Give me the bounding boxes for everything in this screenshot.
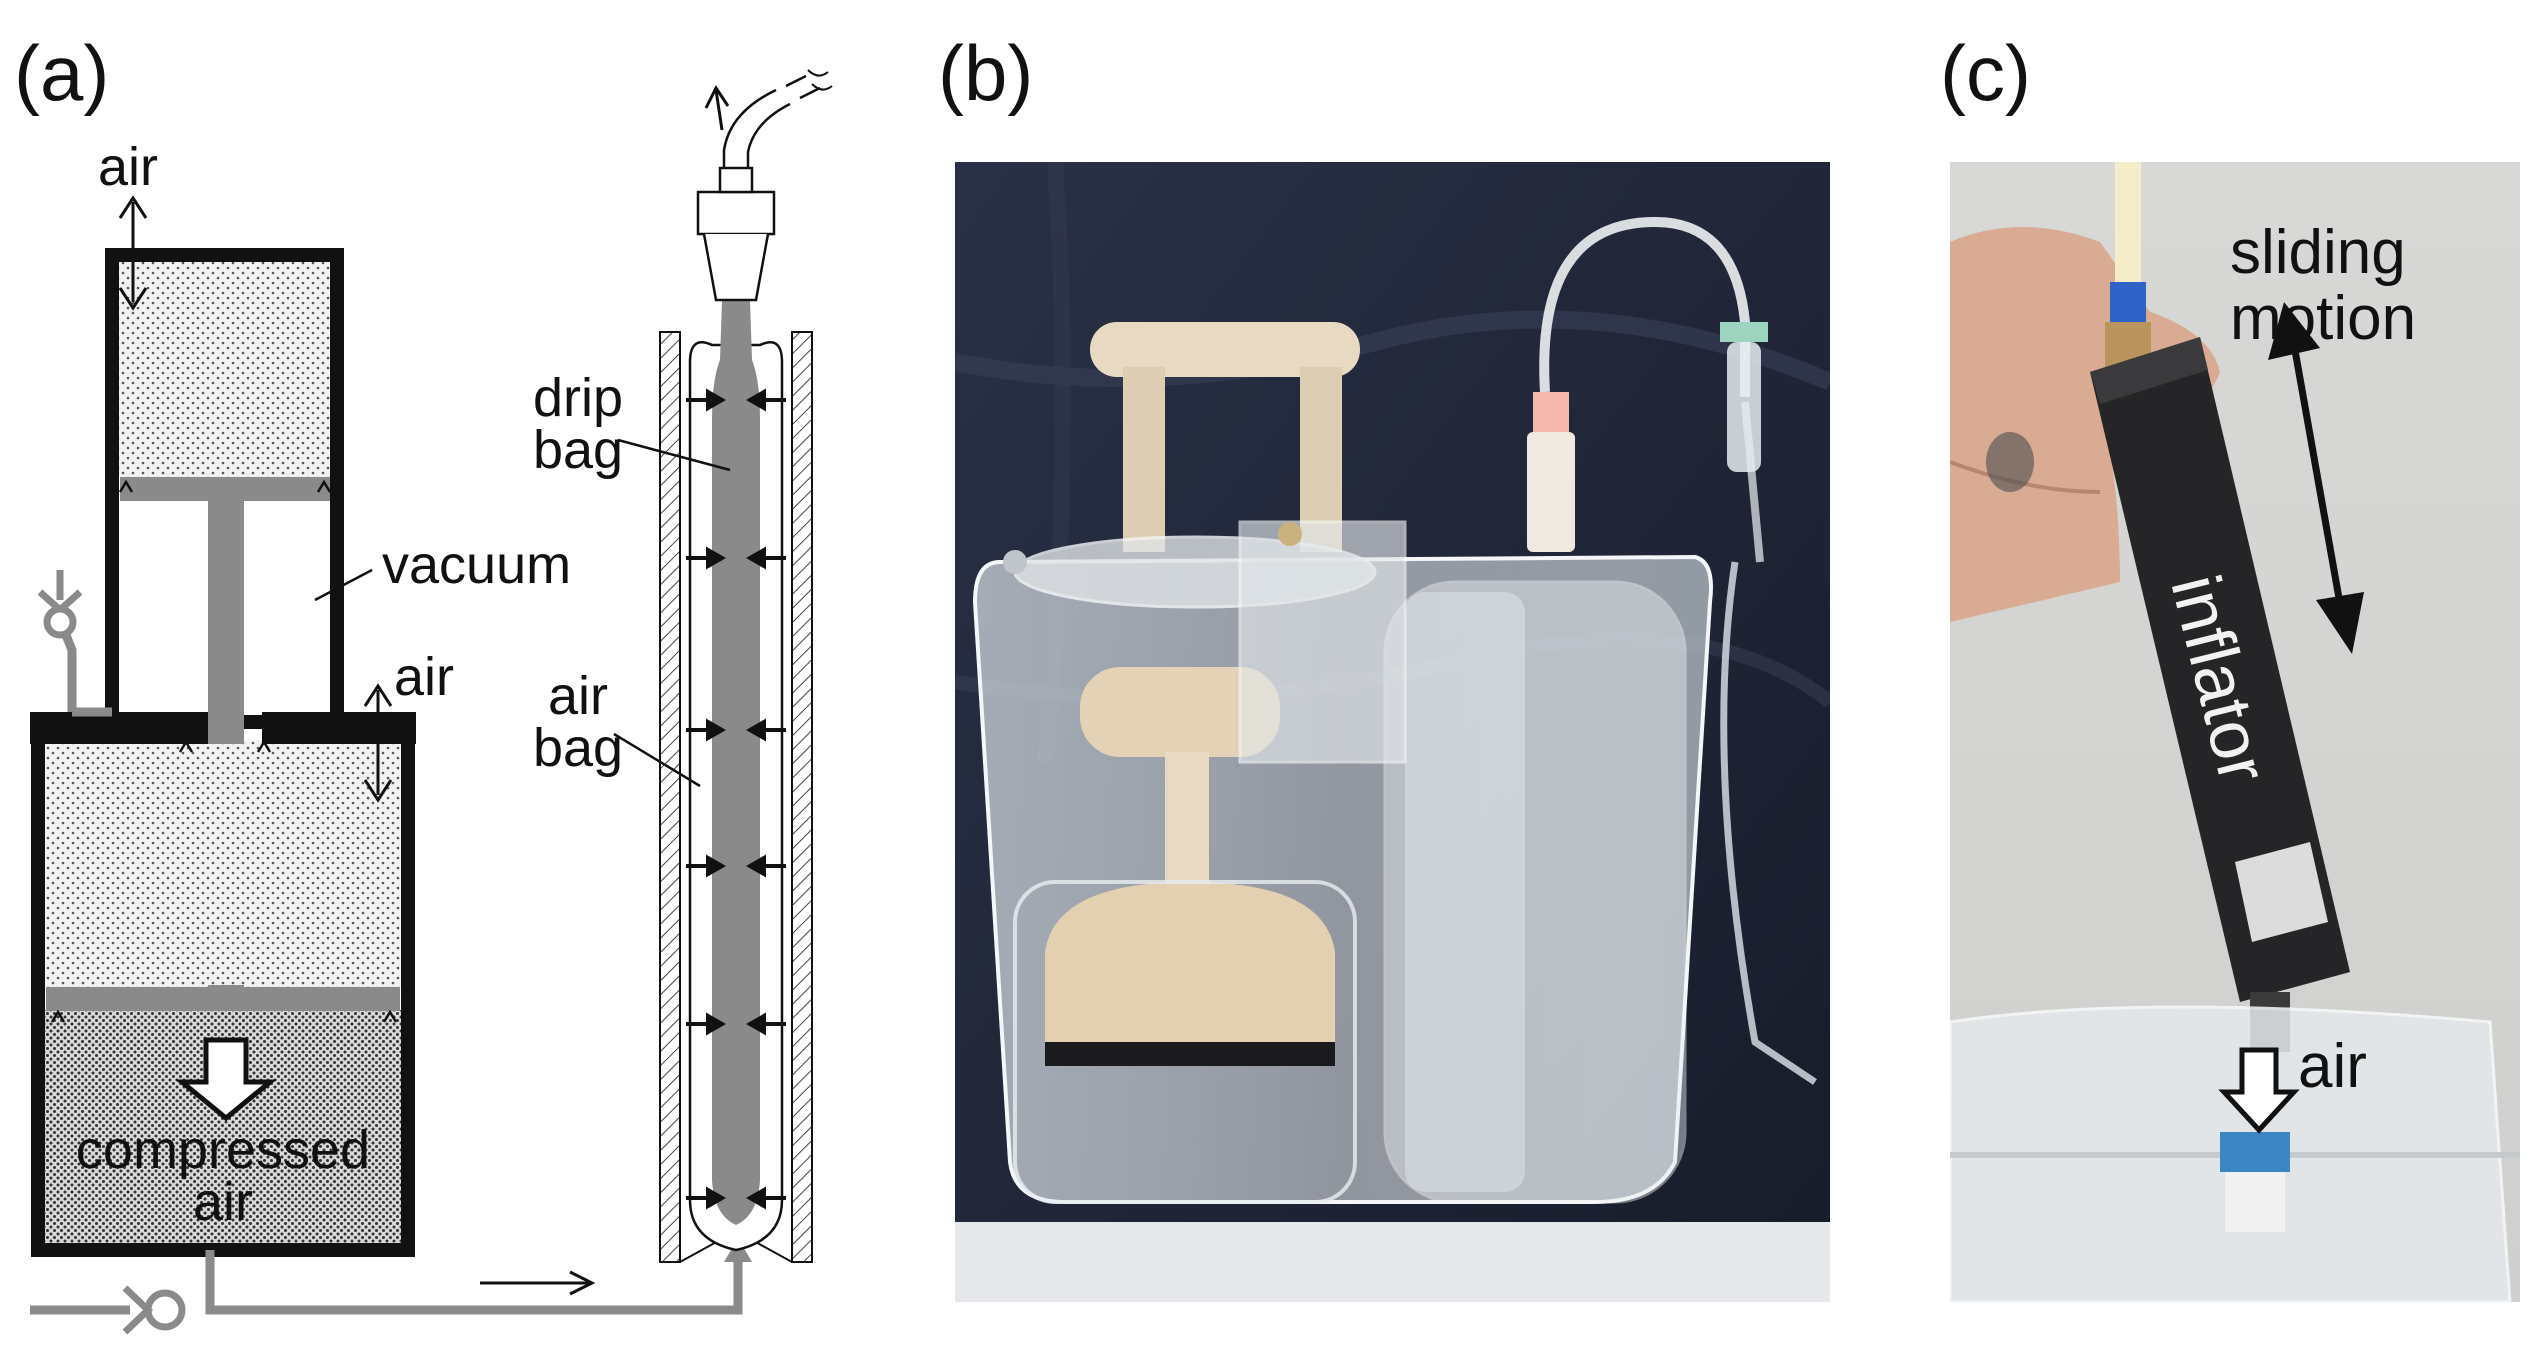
label-air-c: air [2298,1032,2367,1101]
pressure-arrows [686,388,786,1210]
lower-cylinder-cap-right [262,712,416,744]
device-illustration [955,162,1830,1302]
upper-piston [120,477,330,501]
photo-inflator: sliding motion inflator air [1950,162,2520,1302]
side-valve [43,605,77,639]
panel-label-b: (b) [938,29,1034,117]
compressed-air-arrow [174,1037,278,1122]
panel-label-c: (c) [1940,29,2031,117]
upper-cylinder-wall [105,248,344,720]
panel-label-a: (a) [14,29,110,117]
valve-block [1238,520,1407,764]
label-drip-bag: drip bag [516,368,640,480]
check-valve [144,1289,186,1331]
upper-cylinder-fill [112,255,337,477]
label-compressed-air-line1: compressed [75,1120,371,1180]
label-compressed-air: compressed air [40,1120,406,1232]
label-air-bag: air bag [520,666,636,778]
label-drip-bag-line2: bag [532,420,624,480]
label-air-top: air [98,137,159,197]
label-air-middle: air [394,647,455,707]
pump-schematic [30,69,833,1335]
label-sliding-line1: sliding [2230,218,2406,287]
photo-device [955,162,1830,1302]
label-compressed-air-line2: air [192,1172,253,1232]
label-air-bag-line1: air [547,666,608,726]
label-sliding-motion: sliding motion [2230,220,2416,352]
air-arrow-c [2218,1047,2300,1134]
bag-connector [696,190,776,236]
label-vacuum: vacuum [382,535,572,595]
lower-cylinder-upper-fill [38,740,408,990]
housing-right-wall [791,331,813,1263]
lower-cylinder-cap-left [30,712,230,744]
hand [1950,227,2220,622]
label-air-bag-line2: bag [532,718,624,778]
drip-bag [712,300,760,1225]
inflator-illustration [1950,162,2520,1302]
inflator-body [2090,337,2350,1002]
label-sliding-line2: motion [2230,284,2417,353]
label-drip-bag-line1: drip [532,368,624,428]
bottom-pipe [205,1248,743,1315]
device-handle [1090,322,1360,377]
housing-left-wall [659,331,681,1263]
tube [1539,216,1750,397]
